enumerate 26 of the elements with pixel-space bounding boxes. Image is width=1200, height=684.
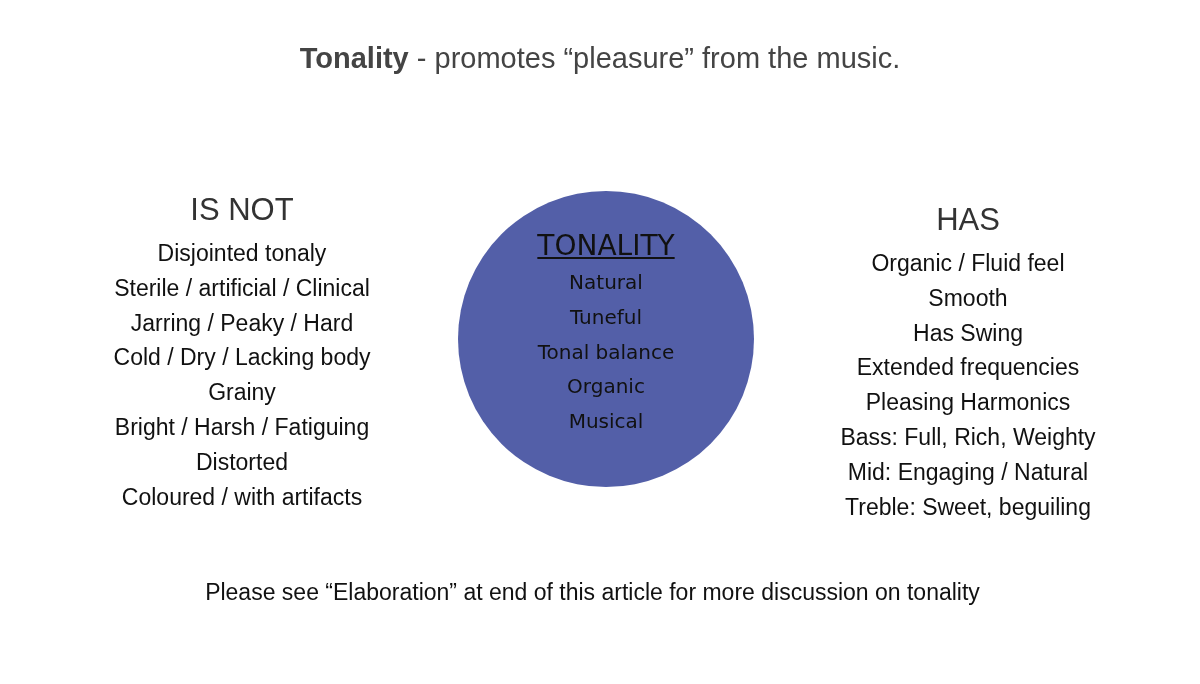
circle-item-text: Tuneful xyxy=(569,303,643,331)
list-item-text: Smooth xyxy=(927,283,1009,313)
list-item-text: Grainy xyxy=(207,378,277,408)
caption-text: Please see “Elaboration” at end of this article for more discussion on tonality xyxy=(204,579,981,606)
list-item-text: Has Swing xyxy=(912,318,1024,348)
circle-item-text: Organic xyxy=(567,373,645,401)
list-item-text: Jarring / Peaky / Hard xyxy=(129,308,355,338)
list-item-text: Pleasing Harmonics xyxy=(864,388,1072,418)
list-item-text: Sterile / artificial / Clinical xyxy=(113,273,371,303)
circle-item-text: Musical xyxy=(568,408,644,436)
list-item-text: Distorted xyxy=(194,447,289,477)
list-item-text: Mid: Engaging / Natural xyxy=(846,457,1090,487)
column-heading: HAS xyxy=(935,201,1001,239)
list-item-text: Extended frequencies xyxy=(855,353,1081,383)
list-item-text: Bass: Full, Rich, Weighty xyxy=(839,423,1097,452)
circle-item-text: Natural xyxy=(569,269,643,296)
list-item-text: Treble: Sweet, beguiling xyxy=(844,492,1092,522)
list-item-text: Coloured / with artifacts xyxy=(120,482,364,512)
circle-item-text: Tonal balance xyxy=(537,338,675,366)
list-item-text: Organic / Fluid feel xyxy=(870,249,1066,278)
list-item-text: Disjointed tonaly xyxy=(156,239,328,268)
circle-heading: TONALITY xyxy=(537,228,675,264)
column-heading: IS NOT xyxy=(189,191,295,229)
list-item-text: Cold / Dry / Lacking body xyxy=(112,343,372,373)
list-item-text: Bright / Harsh / Fatiguing xyxy=(113,413,371,442)
title-text: Tonality - promotes “pleasure” from the music. xyxy=(298,42,902,75)
